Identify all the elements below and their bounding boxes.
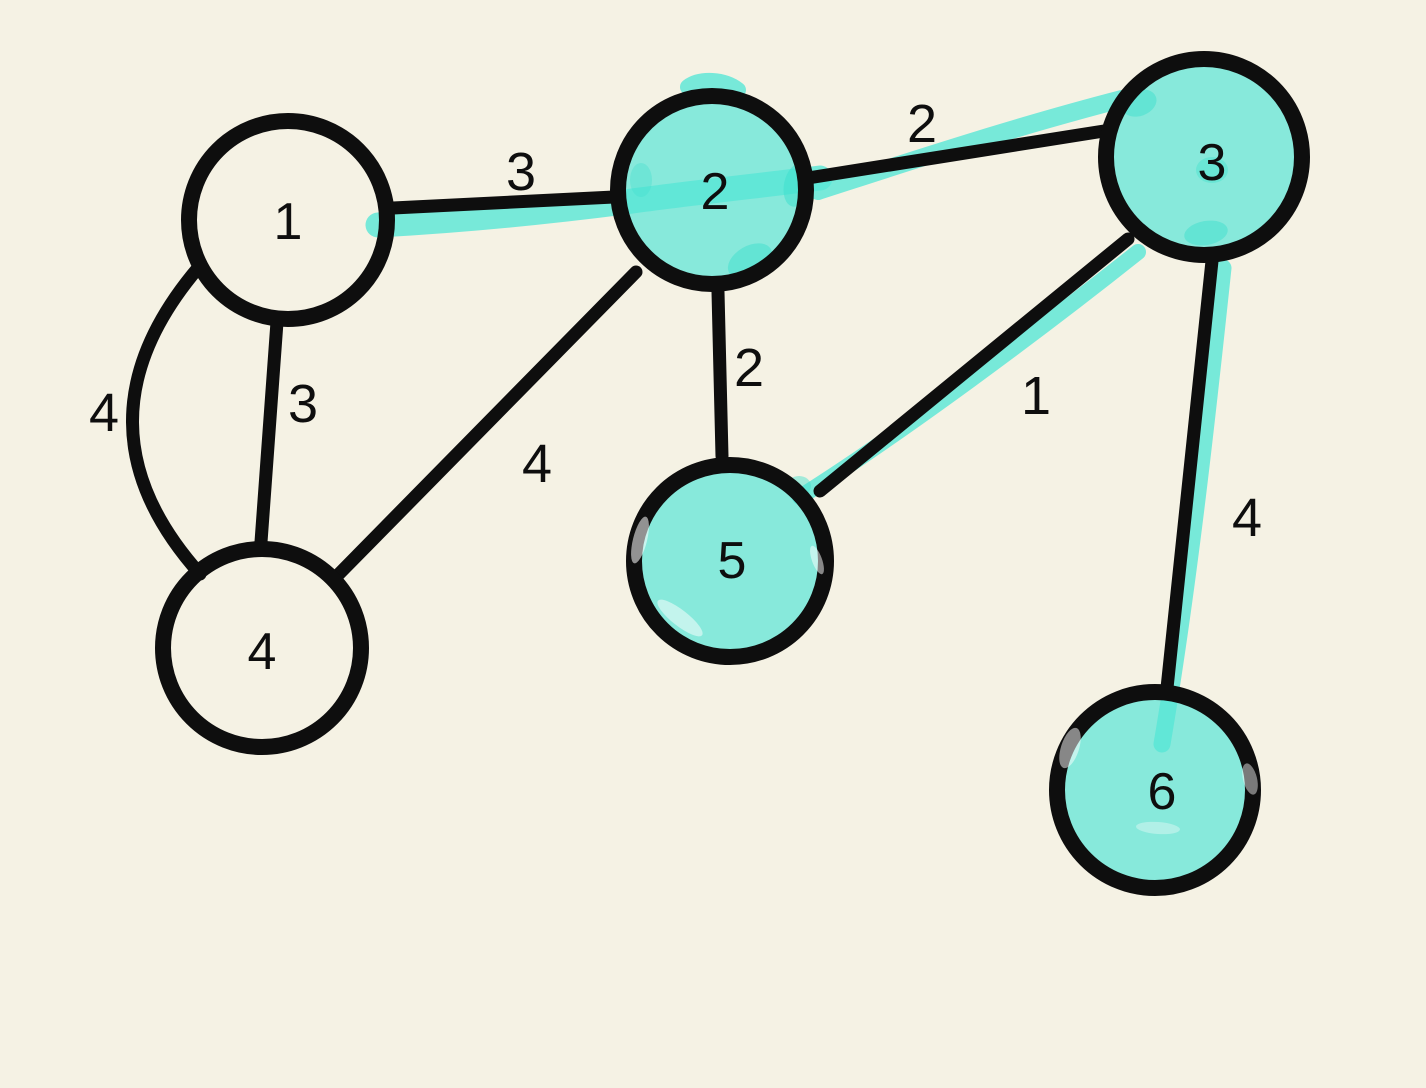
edge-2-3-weight: 2 — [907, 94, 937, 154]
marker-patch-3 — [630, 163, 652, 197]
node-3-label: 3 — [1198, 134, 1227, 192]
gloss-mark-4 — [1059, 727, 1081, 769]
edge-1-4-curved-weight: 4 — [89, 383, 119, 443]
node-1[interactable] — [181, 113, 395, 327]
marker-stroke-node2-overshoot — [680, 73, 746, 98]
node-6-label: 6 — [1148, 763, 1177, 821]
edge-3-6-weight: 4 — [1232, 488, 1262, 548]
edge-2-5-weight: 2 — [734, 338, 764, 398]
node-2-label: 2 — [701, 163, 730, 221]
edge-1-4-weight: 3 — [288, 374, 318, 434]
node-5-label: 5 — [718, 532, 747, 590]
node-3-fill — [1106, 59, 1302, 255]
node-1-label: 1 — [274, 193, 303, 251]
node-4[interactable] — [155, 541, 369, 755]
edge-1-2-weight: 3 — [506, 142, 536, 202]
marker-stroke-2-3 — [809, 90, 1131, 200]
gloss-mark-3 — [810, 545, 824, 575]
marker-patch-6 — [1184, 220, 1228, 246]
edge-3-5-weight: 1 — [1021, 366, 1051, 426]
node-6-fill — [1057, 692, 1253, 888]
edge-3-5 — [813, 232, 1135, 498]
node-4-label: 4 — [248, 623, 277, 681]
marker-patch-5 — [1196, 157, 1228, 183]
edge-3-6 — [1160, 254, 1219, 695]
edge-2-3 — [801, 124, 1111, 185]
gloss-mark-2 — [657, 599, 703, 637]
edge-1-4 — [254, 315, 284, 549]
node-6[interactable] — [1049, 684, 1261, 896]
node-5-fill — [634, 465, 826, 657]
gloss-mark-6 — [1136, 821, 1180, 835]
edge-2-4-weight: 4 — [522, 434, 552, 494]
node-1-fill — [189, 121, 387, 319]
edge-1-2 — [386, 190, 621, 215]
node-3[interactable] — [1098, 51, 1310, 263]
node-4-fill — [163, 549, 361, 747]
edge-1-4-curved — [126, 261, 207, 581]
node-2[interactable] — [610, 88, 814, 292]
gloss-mark-5 — [1242, 763, 1258, 795]
gloss-mark-1 — [631, 516, 649, 564]
edge-2-5 — [711, 285, 729, 463]
edge-2-4 — [329, 265, 643, 584]
